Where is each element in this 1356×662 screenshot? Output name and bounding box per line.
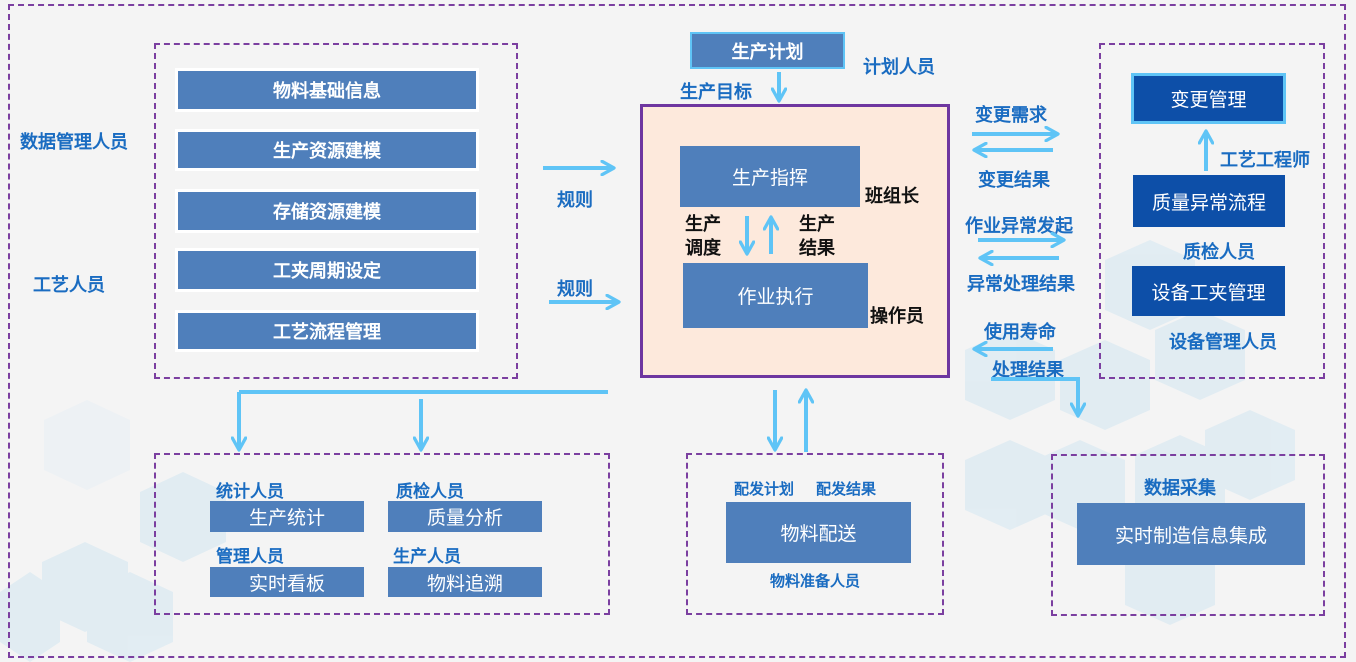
role-quality-inspector: 质检人员 <box>1183 242 1255 263</box>
module-process-flow[interactable]: 工艺流程管理 <box>175 310 479 352</box>
work-execution-box[interactable]: 作业执行 <box>683 263 868 328</box>
exception-raise-label: 作业异常发起 <box>965 216 1073 237</box>
role-planner: 计划人员 <box>863 57 935 78</box>
role-quality-analyst: 质检人员 <box>396 482 464 502</box>
right-panel <box>1099 43 1325 379</box>
dispatch-label-line2: 调度 <box>685 238 721 259</box>
delivery-panel <box>686 453 944 615</box>
modeling-panel <box>154 43 518 379</box>
rule-label-1: 规则 <box>557 190 593 211</box>
role-manager: 管理人员 <box>216 547 284 567</box>
collection-panel <box>1051 454 1325 616</box>
result-label-line2: 结果 <box>799 238 835 259</box>
module-fixture-cycle[interactable]: 工夹周期设定 <box>175 248 479 292</box>
material-delivery-box[interactable]: 物料配送 <box>726 502 911 563</box>
outer-frame <box>8 4 1346 658</box>
realtime-integration-box[interactable]: 实时制造信息集成 <box>1077 503 1305 565</box>
change-request-label: 变更需求 <box>975 105 1047 126</box>
change-management-box[interactable]: 变更管理 <box>1131 73 1286 124</box>
data-collection-title: 数据采集 <box>1144 478 1216 499</box>
production-stats-box[interactable]: 生产统计 <box>210 501 364 532</box>
role-production-staff: 生产人员 <box>393 547 461 567</box>
role-team-leader: 班组长 <box>865 186 919 207</box>
dispatch-label: 生产 调度 <box>685 213 721 261</box>
hexagon <box>0 572 60 662</box>
hexagon <box>44 400 130 490</box>
rule-label-2: 规则 <box>557 279 593 300</box>
role-process-engineer: 工艺工程师 <box>1220 150 1310 171</box>
role-equipment-manager: 设备管理人员 <box>1169 332 1277 353</box>
quality-analysis-box[interactable]: 质量分析 <box>388 501 542 532</box>
hexagon <box>1135 435 1225 525</box>
role-material-prep: 物料准备人员 <box>770 572 861 590</box>
role-statistician: 统计人员 <box>216 482 284 502</box>
quality-exception-box[interactable]: 质量异常流程 <box>1133 175 1285 227</box>
delivery-plan-label: 配发计划 <box>734 480 795 498</box>
analysis-panel <box>154 453 610 615</box>
exception-result-label: 异常处理结果 <box>967 274 1075 295</box>
material-trace-box[interactable]: 物料追溯 <box>388 567 542 597</box>
module-material-info[interactable]: 物料基础信息 <box>175 68 479 112</box>
module-production-resource[interactable]: 生产资源建模 <box>175 129 479 171</box>
handle-result-label: 处理结果 <box>992 360 1064 381</box>
hexagon <box>87 572 173 662</box>
result-label: 生产 结果 <box>799 213 835 261</box>
result-label-line1: 生产 <box>799 214 835 235</box>
production-command-box[interactable]: 生产指挥 <box>680 146 860 207</box>
equipment-fixture-box[interactable]: 设备工夹管理 <box>1132 266 1285 316</box>
service-life-label: 使用寿命 <box>984 322 1056 343</box>
delivery-result-label: 配发结果 <box>816 480 877 498</box>
hexagon <box>140 472 226 562</box>
hexagon <box>965 440 1055 530</box>
production-target-label: 生产目标 <box>680 82 752 103</box>
realtime-board-box[interactable]: 实时看板 <box>210 567 364 597</box>
module-storage-resource[interactable]: 存储资源建模 <box>175 189 479 233</box>
role-process-staff: 工艺人员 <box>33 275 105 296</box>
dispatch-label-line1: 生产 <box>685 214 721 235</box>
change-result-label: 变更结果 <box>978 170 1050 191</box>
role-operator: 操作员 <box>870 306 924 327</box>
production-plan-box[interactable]: 生产计划 <box>690 32 845 69</box>
role-data-manager: 数据管理人员 <box>20 132 128 153</box>
